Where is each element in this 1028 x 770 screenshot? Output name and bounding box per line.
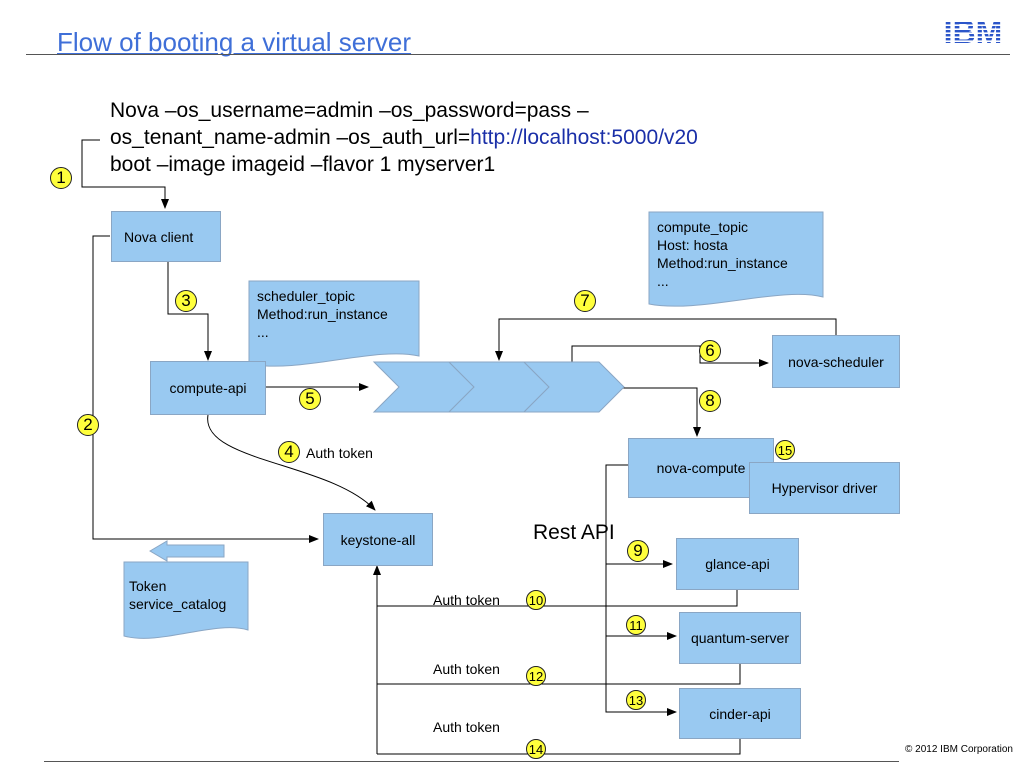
svg-text:IBM: IBM (944, 14, 1003, 48)
hypervisor-driver-box: Hypervisor driver (749, 462, 900, 514)
step-badge-7: 7 (574, 290, 596, 312)
step-badge-4: 4 (278, 441, 300, 463)
step-badge-6: 6 (699, 340, 721, 362)
title-divider (26, 54, 1010, 55)
footer-divider (44, 761, 899, 762)
auth-url: http://localhost:5000/v20 (470, 126, 698, 149)
scheduler-message-text: scheduler_topic Method:run_instance ... (257, 288, 388, 340)
step-badge-14: 14 (526, 739, 546, 759)
nova-scheduler-box: nova-scheduler (772, 335, 900, 388)
compute-message-doc (648, 211, 824, 307)
cinder-api-box: cinder-api (679, 688, 801, 739)
compute-api-box: compute-api (150, 361, 266, 415)
step-badge-10: 10 (526, 590, 546, 610)
nova-client-box: Nova client (111, 211, 221, 262)
token-catalog-text: Token service_catalog (129, 578, 227, 612)
command-line-2-text: os_tenant_name-admin –os_auth_url= (110, 126, 471, 149)
token-catalog-doc (123, 561, 249, 639)
step-badge-13: 13 (626, 690, 646, 710)
step-badge-1: 1 (50, 167, 72, 189)
auth-token-label-10: Auth token (433, 592, 500, 608)
step-badge-3: 3 (175, 290, 197, 312)
auth-token-label-4: Auth token (306, 445, 373, 461)
copyright-text: © 2012 IBM Corporation (905, 744, 1013, 755)
auth-token-label-14: Auth token (433, 719, 500, 735)
compute-message-text: compute_topic Host: hosta Method:run_ins… (657, 219, 788, 289)
quantum-server-box: quantum-server (679, 612, 801, 664)
nova-boot-command: Nova –os_username=admin –os_password=pas… (110, 97, 698, 178)
step-badge-9: 9 (627, 540, 649, 562)
command-line-3: boot –image imageid –flavor 1 myserver1 (110, 153, 496, 176)
keystone-all-box: keystone-all (323, 513, 433, 566)
message-queue (372, 361, 625, 413)
step-badge-2: 2 (77, 414, 99, 436)
step-badge-12: 12 (526, 666, 546, 686)
step-badge-15: 15 (775, 440, 795, 460)
command-line-1: Nova –os_username=admin –os_password=pas… (110, 99, 589, 122)
rest-api-label: Rest API (533, 521, 615, 544)
queue-chevron-3 (522, 361, 625, 413)
glance-api-box: glance-api (676, 538, 799, 590)
command-line-2: os_tenant_name-admin –os_auth_url=http:/… (110, 124, 698, 151)
auth-token-label-12: Auth token (433, 661, 500, 677)
step-badge-5: 5 (299, 388, 321, 410)
step-badge-8: 8 (699, 390, 721, 412)
page-title: Flow of booting a virtual server (57, 27, 412, 57)
ibm-logo: IBM (944, 14, 1003, 48)
token-return-arrow (149, 540, 225, 562)
step-badge-11: 11 (626, 615, 646, 635)
